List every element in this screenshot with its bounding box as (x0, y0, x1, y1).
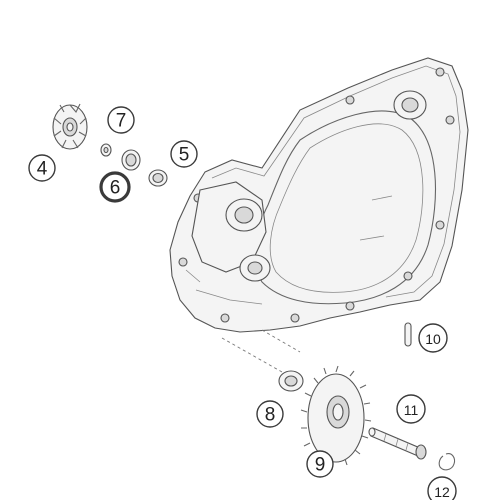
seal-ring-part (148, 169, 168, 187)
callout-11: 11 (396, 394, 426, 424)
dowel-pin-part (404, 322, 412, 347)
callout-5-label: 5 (179, 145, 190, 166)
callout-12-label: 12 (434, 484, 450, 500)
washer-part (100, 143, 112, 157)
callout-11-label: 11 (404, 402, 419, 418)
callout-5: 5 (170, 140, 198, 168)
callout-12: 12 (427, 476, 457, 500)
impeller-part (52, 103, 88, 150)
shaft-part (368, 427, 427, 460)
callout-6-label: 6 (110, 178, 121, 199)
callout-6-highlighted: 6 (99, 171, 131, 203)
clutch-cover (169, 57, 469, 333)
gear-part (300, 365, 372, 468)
callout-10: 10 (418, 323, 448, 353)
shaft-seal-part (121, 149, 141, 171)
callout-9: 9 (306, 450, 334, 478)
callout-9-label: 9 (315, 455, 326, 476)
circlip-part (438, 453, 456, 471)
callout-4-label: 4 (37, 159, 48, 180)
callout-8: 8 (256, 400, 284, 428)
callout-7: 7 (107, 106, 135, 134)
callout-10-label: 10 (425, 331, 441, 347)
callout-7-label: 7 (116, 111, 127, 132)
bearing-part (221, 329, 304, 392)
callout-8-label: 8 (265, 405, 276, 426)
callout-4: 4 (28, 154, 56, 182)
